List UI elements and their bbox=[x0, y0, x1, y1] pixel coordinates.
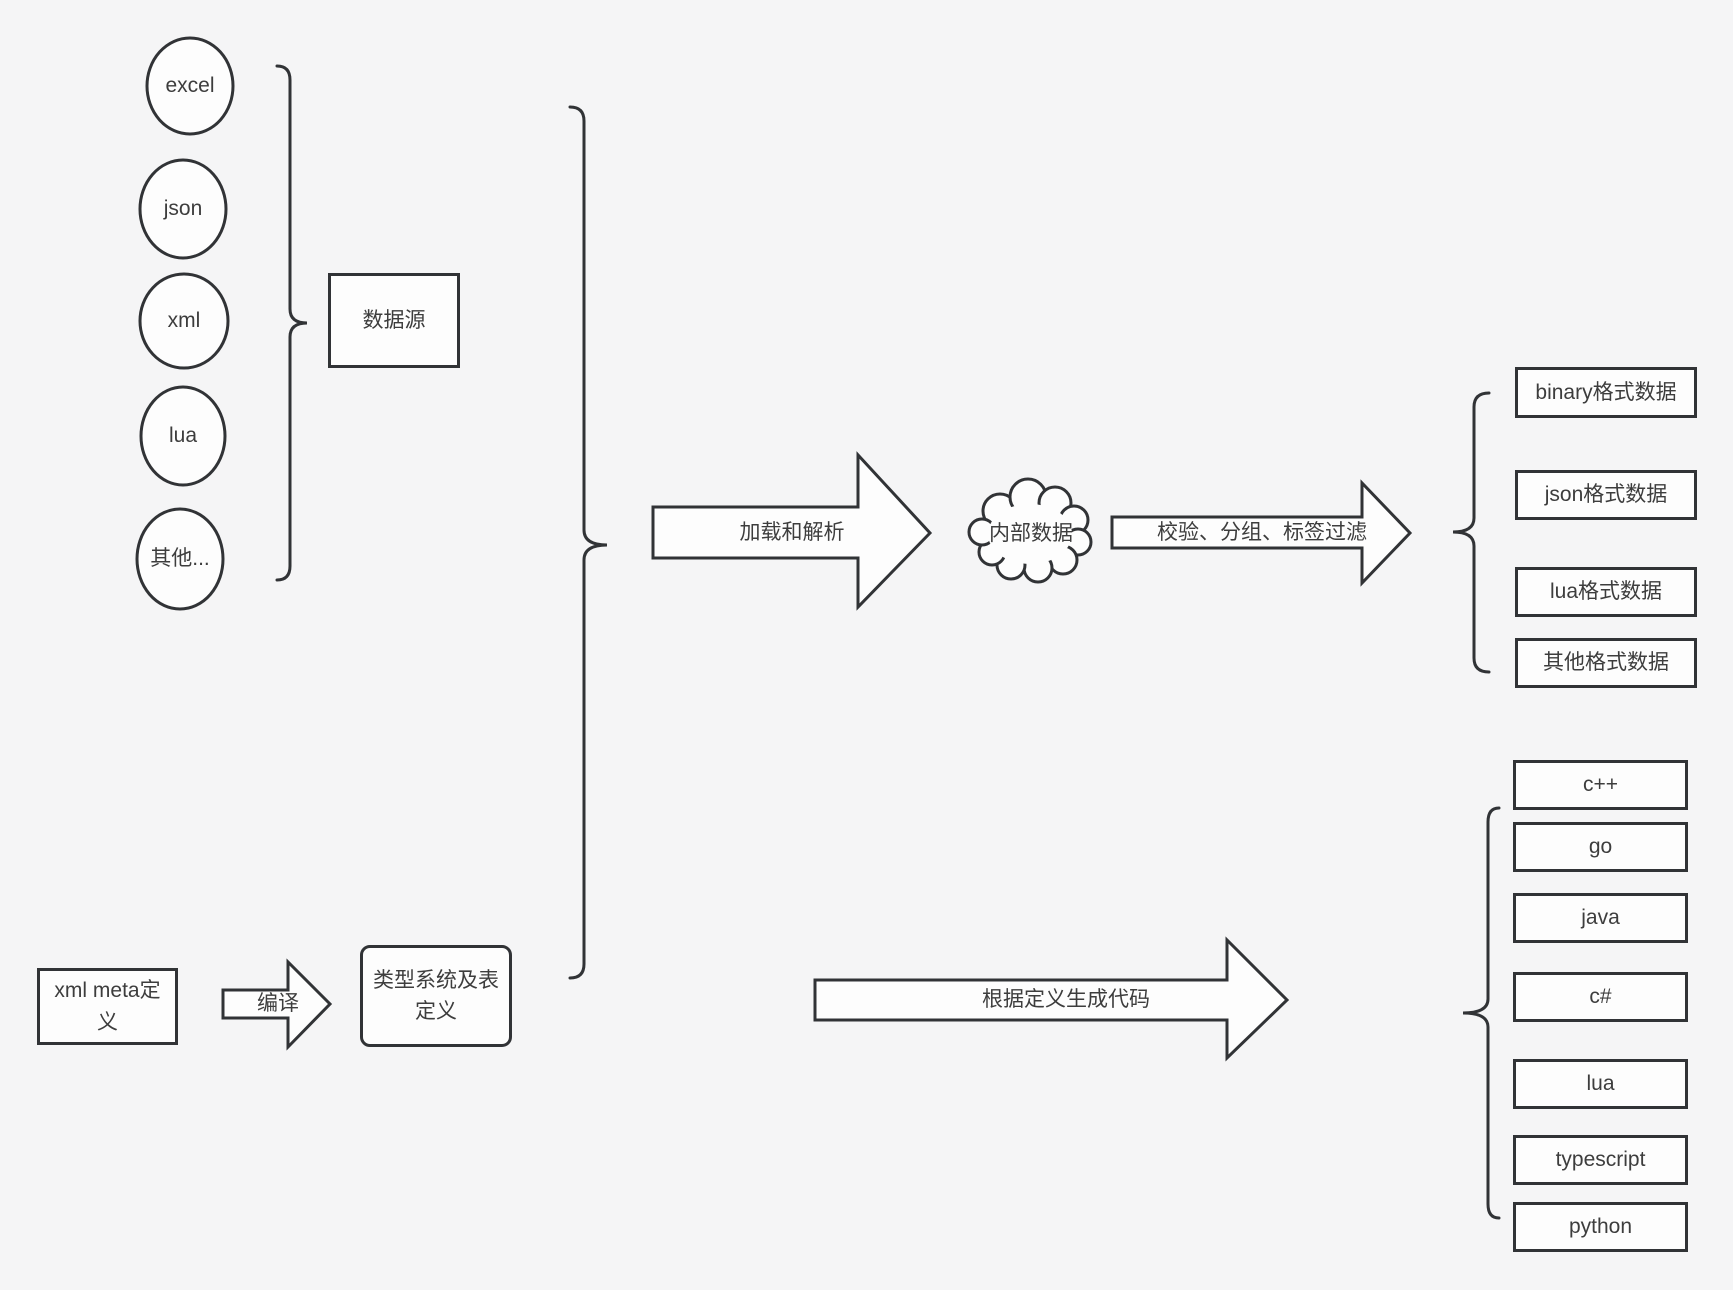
language-box-lua: lua bbox=[1513, 1059, 1688, 1109]
source-label-json: json bbox=[163, 197, 203, 221]
internal-data-label: 内部数据 bbox=[989, 522, 1073, 546]
internal-data-cloud bbox=[967, 477, 1093, 584]
format-box-binary: binary格式数据 bbox=[1515, 367, 1697, 418]
formats-brace bbox=[1452, 391, 1491, 674]
codegen-arrow-label: 根据定义生成代码 bbox=[982, 988, 1150, 1012]
filter-arrow-shape bbox=[1110, 479, 1413, 587]
language-box-csharp: c# bbox=[1513, 972, 1688, 1022]
load-parse-arrow-label: 加载和解析 bbox=[739, 521, 845, 545]
load-parse-arrow-shape bbox=[651, 451, 933, 611]
type-system-box: 类型系统及表定义 bbox=[360, 945, 512, 1047]
language-box-cpp: c++ bbox=[1513, 760, 1688, 810]
pipeline-brace bbox=[568, 105, 608, 980]
source-label-lua: lua bbox=[168, 424, 198, 448]
source-ellipse-xml bbox=[138, 272, 230, 370]
format-box-lua: lua格式数据 bbox=[1515, 567, 1697, 617]
language-box-go: go bbox=[1513, 822, 1688, 872]
source-ellipse-excel bbox=[145, 36, 235, 136]
format-box-json: json格式数据 bbox=[1515, 470, 1697, 520]
codegen-arrow-shape bbox=[813, 936, 1290, 1062]
source-ellipse-other bbox=[135, 507, 225, 611]
language-box-typescript: typescript bbox=[1513, 1135, 1688, 1185]
source-ellipse-lua bbox=[139, 385, 227, 487]
language-box-python: python bbox=[1513, 1202, 1688, 1252]
filter-arrow-label: 校验、分组、标签过滤 bbox=[1157, 521, 1367, 545]
data-source-group-box: 数据源 bbox=[328, 273, 460, 368]
languages-brace bbox=[1462, 806, 1501, 1220]
format-box-other: 其他格式数据 bbox=[1515, 638, 1697, 688]
sources-brace bbox=[275, 64, 308, 582]
compile-arrow-shape bbox=[221, 958, 333, 1051]
compile-arrow-label: 编译 bbox=[257, 992, 299, 1016]
xml-meta-box: xml meta定义 bbox=[37, 968, 178, 1045]
source-label-excel: excel bbox=[165, 74, 215, 98]
source-label-other: 其他... bbox=[150, 547, 210, 571]
source-label-xml: xml bbox=[167, 309, 201, 333]
source-ellipse-json bbox=[138, 158, 228, 260]
language-box-java: java bbox=[1513, 893, 1688, 943]
